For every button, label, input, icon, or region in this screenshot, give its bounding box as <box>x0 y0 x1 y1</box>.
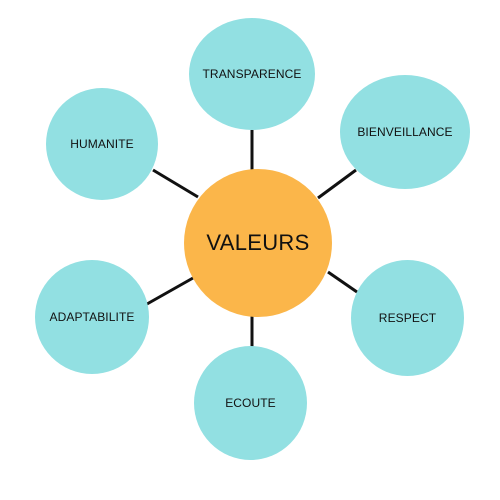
center-label: VALEURS <box>206 230 310 255</box>
value-label-ecoute: ECOUTE <box>225 396 276 410</box>
value-node-transparence: TRANSPARENCE <box>189 18 315 130</box>
value-label-humanite: HUMANITE <box>70 137 134 151</box>
center-node: VALEURS <box>184 169 332 317</box>
value-node-respect: RESPECT <box>351 260 464 376</box>
value-label-adaptabilite: ADAPTABILITE <box>49 310 135 324</box>
connector-bienveillance <box>317 168 357 200</box>
value-label-transparence: TRANSPARENCE <box>202 67 302 81</box>
value-label-bienveillance: BIENVEILLANCE <box>357 125 453 139</box>
value-label-respect: RESPECT <box>378 311 437 325</box>
value-node-humanite: HUMANITE <box>46 88 158 200</box>
value-node-ecoute: ECOUTE <box>194 346 307 460</box>
value-node-adaptabilite: ADAPTABILITE <box>35 260 149 374</box>
connector-respect <box>327 270 358 294</box>
value-node-bienveillance: BIENVEILLANCE <box>340 75 470 189</box>
connector-adaptabilite <box>146 276 194 306</box>
connector-humanite <box>152 168 199 199</box>
